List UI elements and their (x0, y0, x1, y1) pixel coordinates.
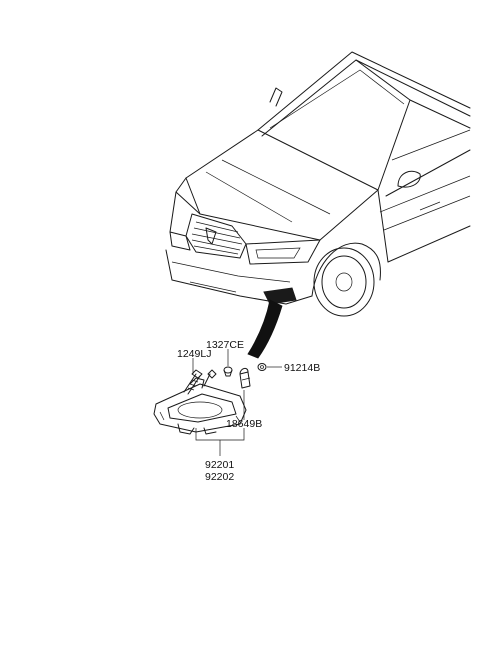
label-grommet: 91214B (284, 362, 320, 374)
label-clip: 1327CE (206, 339, 244, 351)
label-bolt: 1249LJ (177, 348, 211, 360)
car-illustration (165, 51, 471, 317)
leader-lines (192, 349, 282, 456)
fog-lamp-assembly (153, 377, 247, 435)
clip-part (223, 366, 233, 377)
bulb-part (239, 367, 251, 389)
bolt-part (183, 369, 203, 395)
label-bulb: 18649B (226, 418, 262, 430)
label-lamp-lh: 92201 (205, 459, 234, 471)
screw-part (203, 369, 217, 387)
label-lamp-rh: 92202 (205, 471, 234, 483)
grommet-part (257, 363, 267, 371)
location-pointer (247, 299, 283, 359)
